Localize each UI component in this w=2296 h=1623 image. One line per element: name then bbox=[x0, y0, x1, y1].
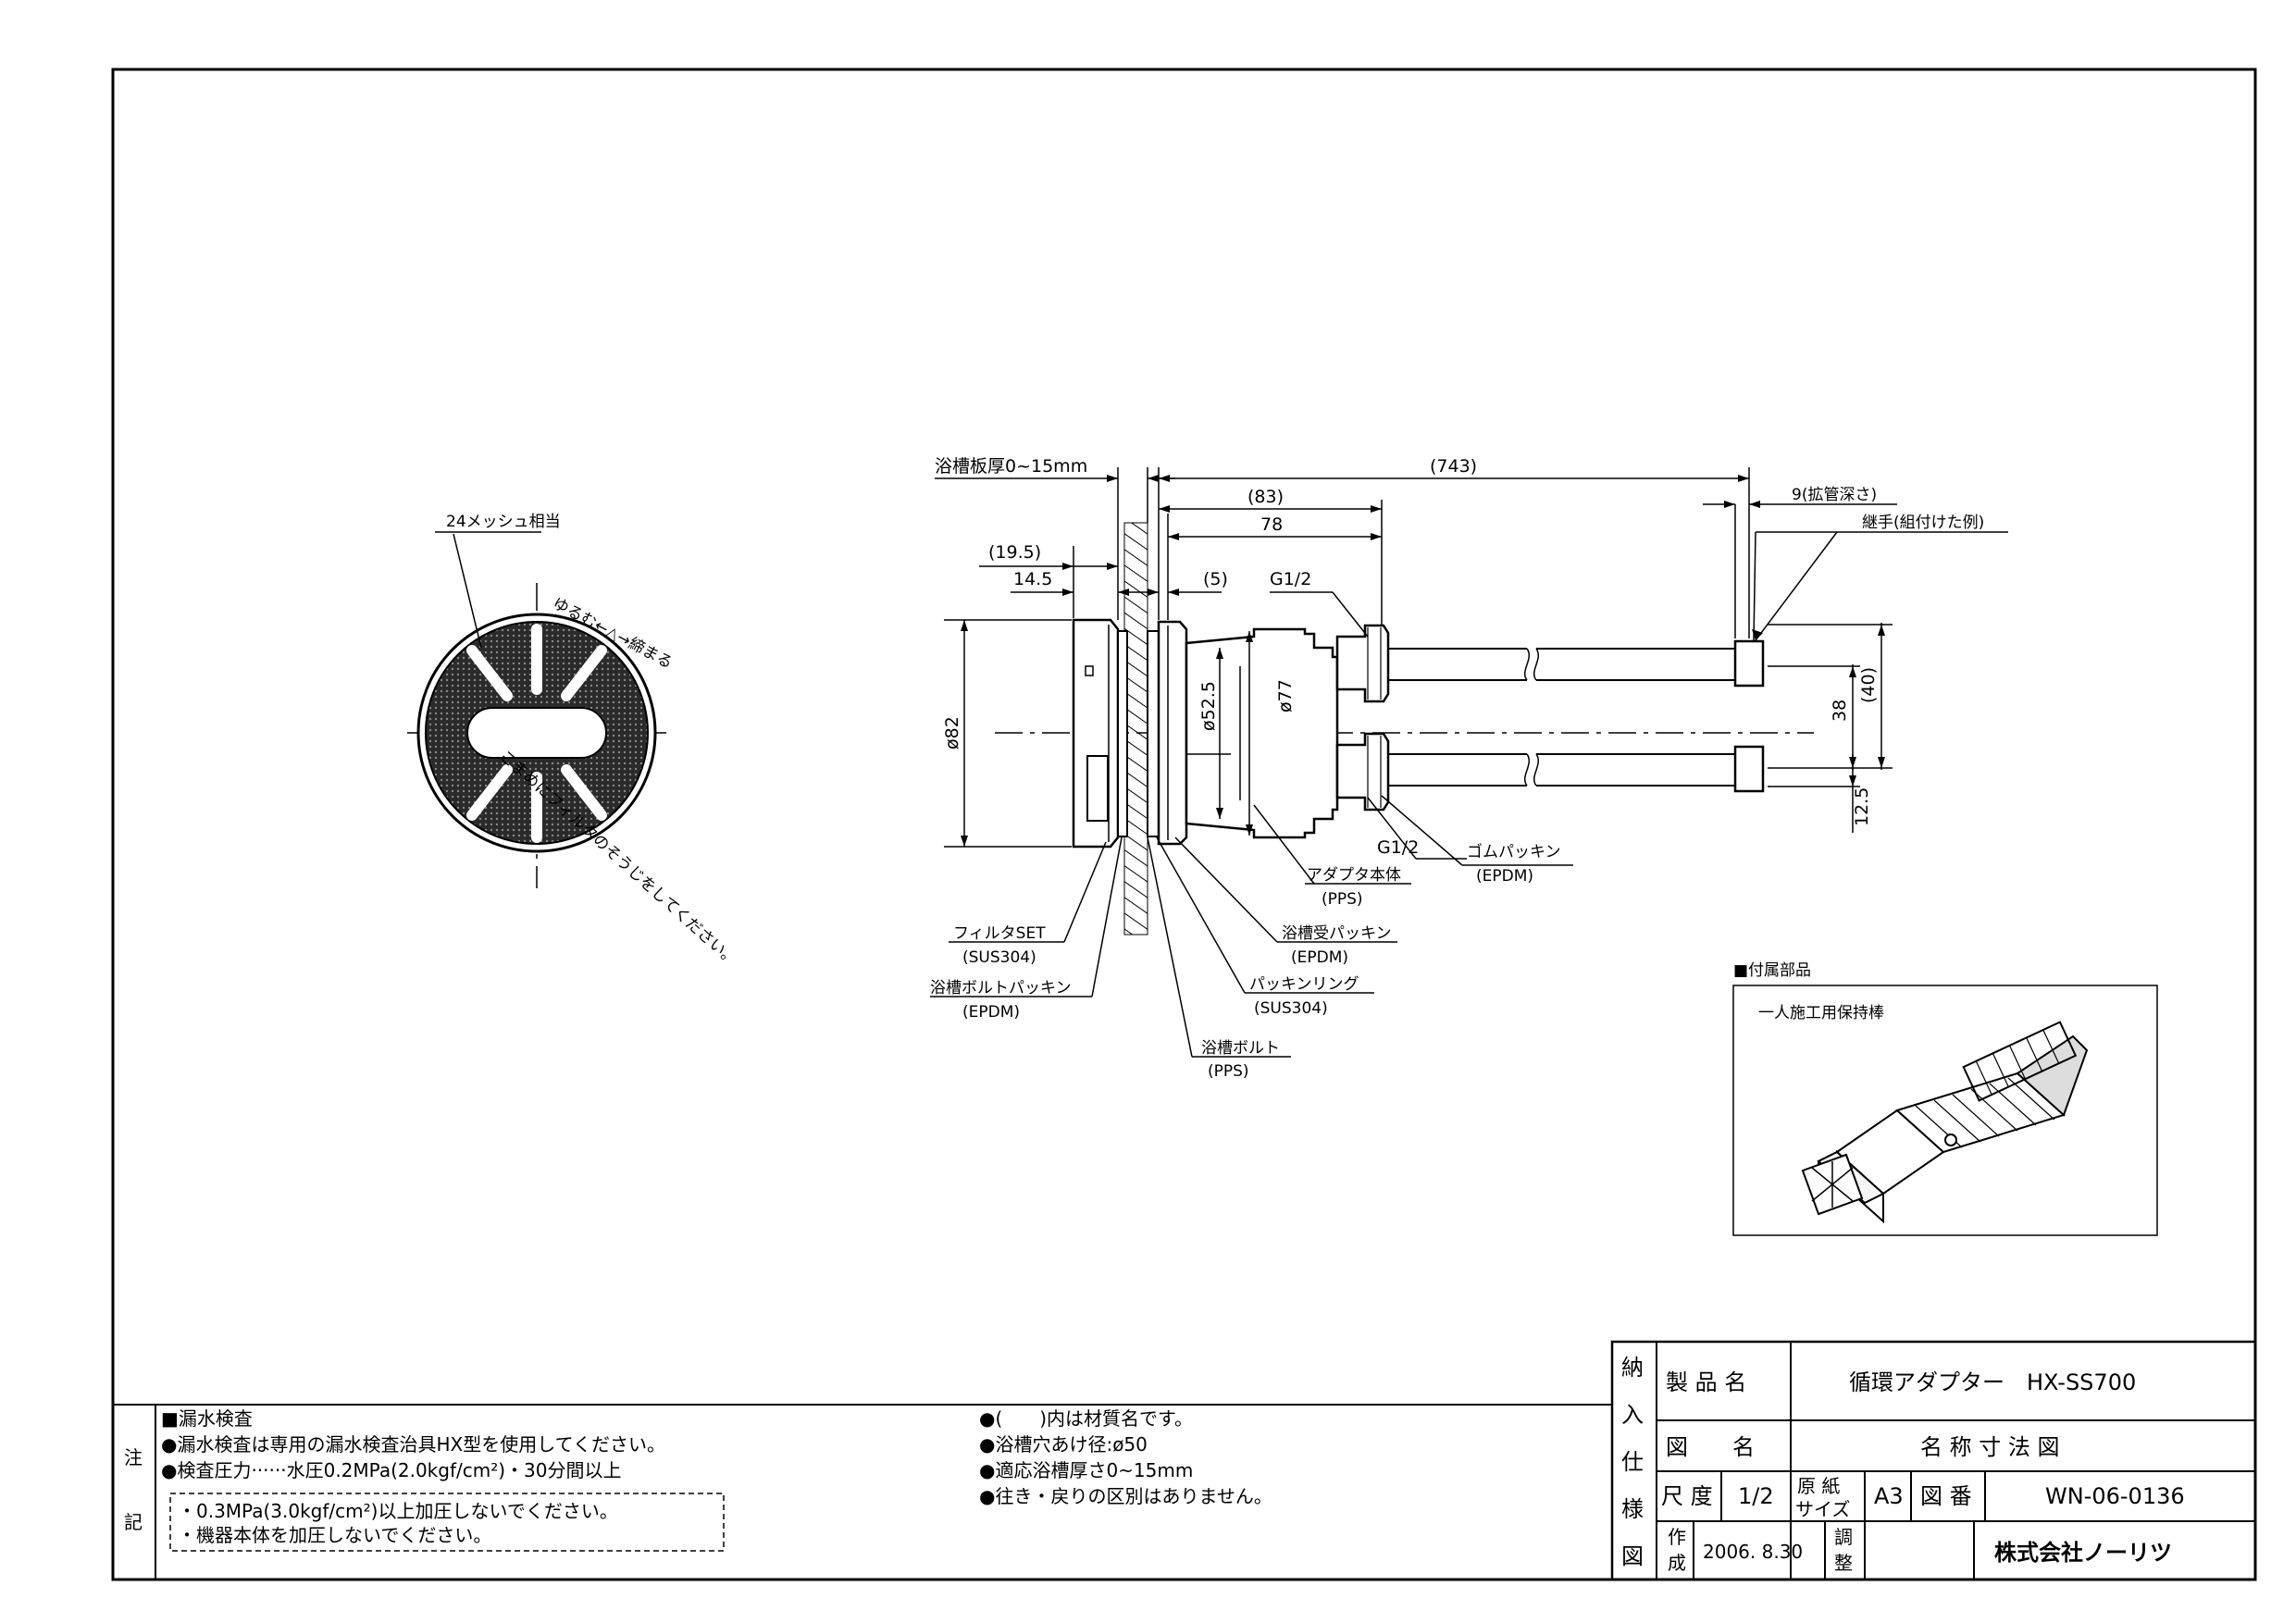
right-note-1: ●( )内は材質名です。 bbox=[979, 1407, 1193, 1430]
tb-company: 株式会社ノーリツ bbox=[1994, 1540, 2172, 1566]
leak-note-1: ●漏水検査は専用の漏水検査治具HX型を使用してください。 bbox=[161, 1433, 665, 1456]
adapter-body-label: アダプタ本体 bbox=[1307, 866, 1401, 885]
tb-product-name-label: 製 品 名 bbox=[1666, 1369, 1746, 1395]
fitting-example-label: 継手(組付けた例) bbox=[1862, 514, 1984, 532]
dim-78: 78 bbox=[1260, 514, 1283, 535]
notes-vertical-label-1: 注 bbox=[124, 1446, 143, 1468]
rubber-packing-material: (EPDM) bbox=[1476, 867, 1533, 886]
warning-note-2: ・機器本体を加圧しないでください。 bbox=[178, 1524, 491, 1546]
dim-38: 38 bbox=[1830, 700, 1850, 722]
tb-scale-label: 尺 度 bbox=[1661, 1483, 1713, 1509]
dim-743: (743) bbox=[1430, 456, 1477, 477]
g-half-top: G1/2 bbox=[1270, 569, 1311, 589]
bolt-packing-material: (EPDM) bbox=[962, 1003, 1020, 1022]
tb-paper-label-2: サイズ bbox=[1795, 1498, 1850, 1520]
dim-phi82: ø82 bbox=[942, 716, 962, 750]
accessory-box bbox=[1732, 985, 2158, 1236]
dimension-arrows bbox=[961, 475, 1885, 847]
tub-packing-part bbox=[1157, 620, 1188, 846]
front-view: ゆるむ←△→締まる こまめにフィルタのそうじをしてください。 24メッシュ相当 bbox=[407, 513, 740, 970]
adapter-body-part bbox=[1185, 627, 1339, 839]
dim-phi52-5: ø52.5 bbox=[1198, 681, 1219, 731]
filter-set-label: フィルタSET bbox=[953, 924, 1046, 943]
tb-side-char-3: 仕 bbox=[1621, 1449, 1644, 1475]
tb-side-char-5: 図 bbox=[1621, 1543, 1644, 1569]
tb-created: 2006. 8.30 bbox=[1703, 1541, 1803, 1563]
dim-83: (83) bbox=[1247, 487, 1284, 507]
dim-12-5: 12.5 bbox=[1852, 787, 1872, 826]
g-half-bottom: G1/2 bbox=[1377, 837, 1419, 858]
tb-paper: A3 bbox=[1874, 1483, 1904, 1509]
leak-note-2: ●検査圧力······水圧0.2MPa(2.0kgf/cm²)・30分間以上 bbox=[161, 1459, 622, 1481]
accessory-name: 一人施工用保持棒 bbox=[1758, 1004, 1884, 1022]
tb-side-char-4: 様 bbox=[1621, 1496, 1644, 1522]
expansion-depth-label: 9(拡管深さ) bbox=[1792, 486, 1877, 504]
tb-number: WN-06-0136 bbox=[2045, 1483, 2185, 1509]
sheet-border bbox=[111, 68, 2257, 1581]
tb-drawing-name: 名 称 寸 法 図 bbox=[1920, 1434, 2060, 1460]
dim-40: (40) bbox=[1858, 667, 1879, 703]
tb-scale: 1/2 bbox=[1738, 1483, 1774, 1509]
notes-vertical-label-2: 記 bbox=[124, 1511, 143, 1533]
tb-created-label-2: 成 bbox=[1668, 1552, 1686, 1574]
dim-phi77: ø77 bbox=[1275, 679, 1296, 712]
tb-side-char-1: 納 bbox=[1621, 1355, 1644, 1381]
tb-product-name: 循環アダプター HX-SS700 bbox=[1849, 1369, 2136, 1395]
dim-14-5: 14.5 bbox=[1013, 569, 1052, 589]
tb-adjusted-label-1: 調 bbox=[1834, 1526, 1853, 1548]
rubber-packing-label: ゴムパッキン bbox=[1467, 842, 1561, 861]
tb-number-label: 図 番 bbox=[1920, 1483, 1972, 1509]
accessory-heading: ■付属部品 bbox=[1733, 961, 1811, 980]
side-view bbox=[995, 522, 1814, 935]
tub-bolt-label: 浴槽ボルト bbox=[1201, 1039, 1280, 1058]
tub-packing-material: (EPDM) bbox=[1291, 948, 1348, 967]
warning-note-1: ・0.3MPa(3.0kgf/cm²)以上加圧しないでください。 bbox=[178, 1500, 618, 1522]
mesh-label: 24メッシュ相当 bbox=[446, 513, 561, 531]
dimension-lines bbox=[930, 467, 2008, 1058]
packing-ring-material: (SUS304) bbox=[1254, 999, 1328, 1018]
right-note-4: ●往き・戻りの区別はありません。 bbox=[979, 1485, 1272, 1507]
holding-rod-icon bbox=[1801, 1021, 2089, 1224]
bolt-packing-label: 浴槽ボルトパッキン bbox=[930, 979, 1072, 997]
tub-bolt-material: (PPS) bbox=[1208, 1062, 1249, 1081]
plate-thickness-label: 浴槽板厚0~15mm bbox=[935, 456, 1087, 477]
packing-ring-label: パッキンリング bbox=[1249, 975, 1359, 994]
tub-packing-label: 浴槽受パッキン bbox=[1282, 924, 1392, 943]
dim-5: (5) bbox=[1203, 569, 1228, 589]
filter-set-material: (SUS304) bbox=[962, 948, 1036, 967]
right-note-3: ●適応浴槽厚さ0~15mm bbox=[979, 1459, 1193, 1481]
tb-side-char-2: 入 bbox=[1621, 1402, 1644, 1428]
leak-heading: ■漏水検査 bbox=[161, 1407, 253, 1430]
tb-drawing-name-label: 図 名 bbox=[1666, 1434, 1755, 1460]
dim-19-5: (19.5) bbox=[988, 542, 1041, 563]
title-block: 納 入 仕 様 図 製 品 名 循環アダプター HX-SS700 図 名 名 称… bbox=[1610, 1340, 2257, 1581]
adapter-body-material: (PPS) bbox=[1322, 890, 1363, 909]
notes-area: 注 記 ■漏水検査 ●漏水検査は専用の漏水検査治具HX型を使用してください。 ●… bbox=[113, 1404, 1612, 1580]
tb-paper-label-1: 原 紙 bbox=[1797, 1475, 1840, 1497]
tub-wall bbox=[1123, 522, 1148, 935]
right-note-2: ●浴槽穴あけ径:ø50 bbox=[979, 1433, 1148, 1456]
tb-created-label-1: 作 bbox=[1668, 1526, 1686, 1548]
tb-adjusted-label-2: 整 bbox=[1834, 1552, 1853, 1574]
